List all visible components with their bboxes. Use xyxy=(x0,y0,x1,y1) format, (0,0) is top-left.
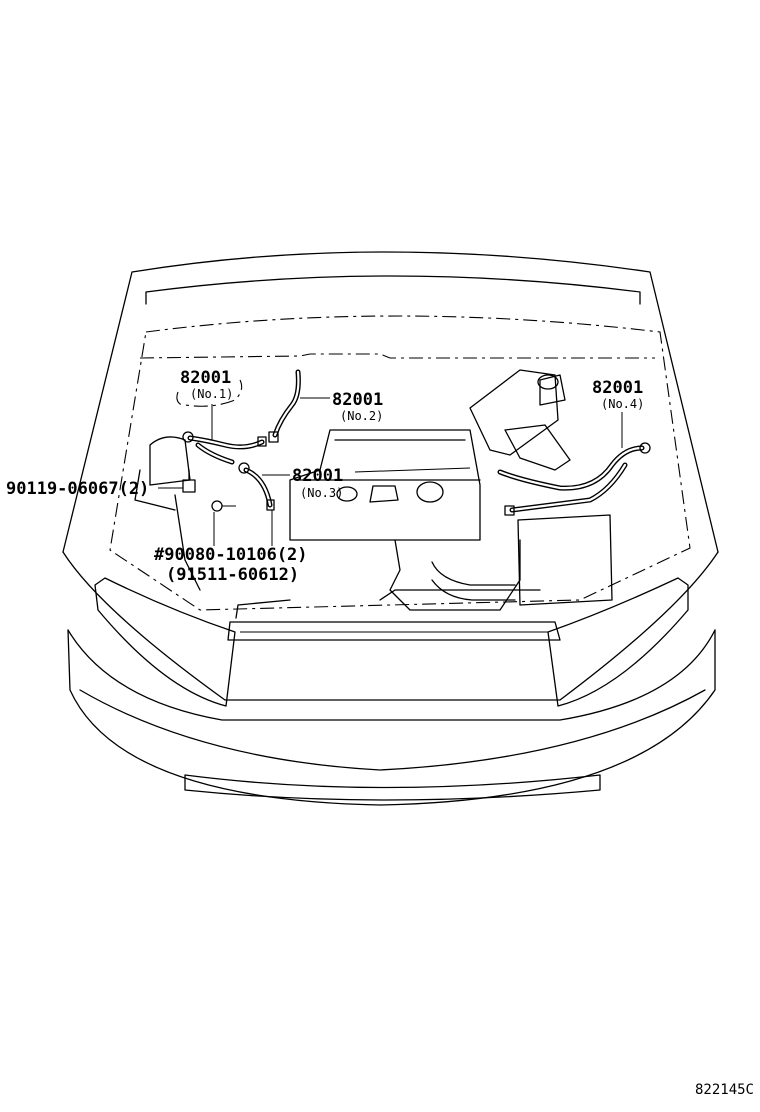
sensor-3-plug xyxy=(266,499,275,511)
right-headlight xyxy=(547,577,689,707)
sensor-4-connector xyxy=(639,442,651,454)
bumper-upper xyxy=(67,629,716,721)
leader-lines xyxy=(158,379,623,546)
engine-components xyxy=(134,369,613,619)
grille xyxy=(227,621,561,641)
sensor-1-part-label: 82001 xyxy=(180,368,231,388)
clip-alt-part-label: (91511-60612) xyxy=(166,565,299,585)
bumper-top xyxy=(62,551,719,701)
air-filter xyxy=(469,369,559,456)
engine-bay-outline xyxy=(109,315,691,611)
air-intake-cap xyxy=(537,374,559,390)
leader-sensor-3b xyxy=(354,467,471,473)
intake-port-2 xyxy=(369,485,399,503)
intake-port-1 xyxy=(336,486,358,502)
engine-cover-top xyxy=(299,439,481,481)
sensor-3-part-label: 82001 xyxy=(292,466,343,486)
sensor-3-note: (No.3) xyxy=(300,486,343,500)
sensor-4-part-label: 82001 xyxy=(592,378,643,398)
sensor-cables xyxy=(182,369,651,516)
radiator-support xyxy=(235,589,541,619)
bumper-intake xyxy=(184,774,601,801)
sensor-4-note: (No.4) xyxy=(601,397,644,411)
intake-port-3 xyxy=(416,481,444,503)
bolt-part-label: 90119-06067(2) xyxy=(6,479,149,499)
labels: 82001 (No.1) 82001 (No.2) 82001 (No.3) 8… xyxy=(6,368,754,1098)
bumper-outer xyxy=(67,629,716,806)
air-intake-duct xyxy=(504,374,571,471)
engine-cover xyxy=(289,429,481,541)
fasteners xyxy=(182,469,236,512)
clip-part-label: #90080-10106(2) xyxy=(154,545,308,565)
clip-icon xyxy=(211,500,223,512)
left-headlight xyxy=(94,577,236,707)
reservoir xyxy=(134,436,191,511)
cowl-line xyxy=(139,353,655,359)
sensor-3-connector xyxy=(238,462,250,474)
sensor-1-note: (No.1) xyxy=(190,387,233,401)
hose xyxy=(431,561,516,601)
bumper-lower xyxy=(79,689,706,771)
figure-code: 822145C xyxy=(695,1082,754,1098)
sensor-2-note: (No.2) xyxy=(340,409,383,423)
hood-outline xyxy=(62,251,719,553)
sensor-1-plug xyxy=(257,436,267,447)
sensor-1-connector xyxy=(182,431,194,443)
battery xyxy=(517,514,613,606)
sensor-4-plug xyxy=(504,505,515,516)
sensor-2-plug xyxy=(268,431,279,443)
car-body xyxy=(62,251,719,806)
hood-inner-line xyxy=(145,275,641,305)
sensor-2-part-label: 82001 xyxy=(332,390,383,410)
reservoir-bracket xyxy=(174,494,201,591)
